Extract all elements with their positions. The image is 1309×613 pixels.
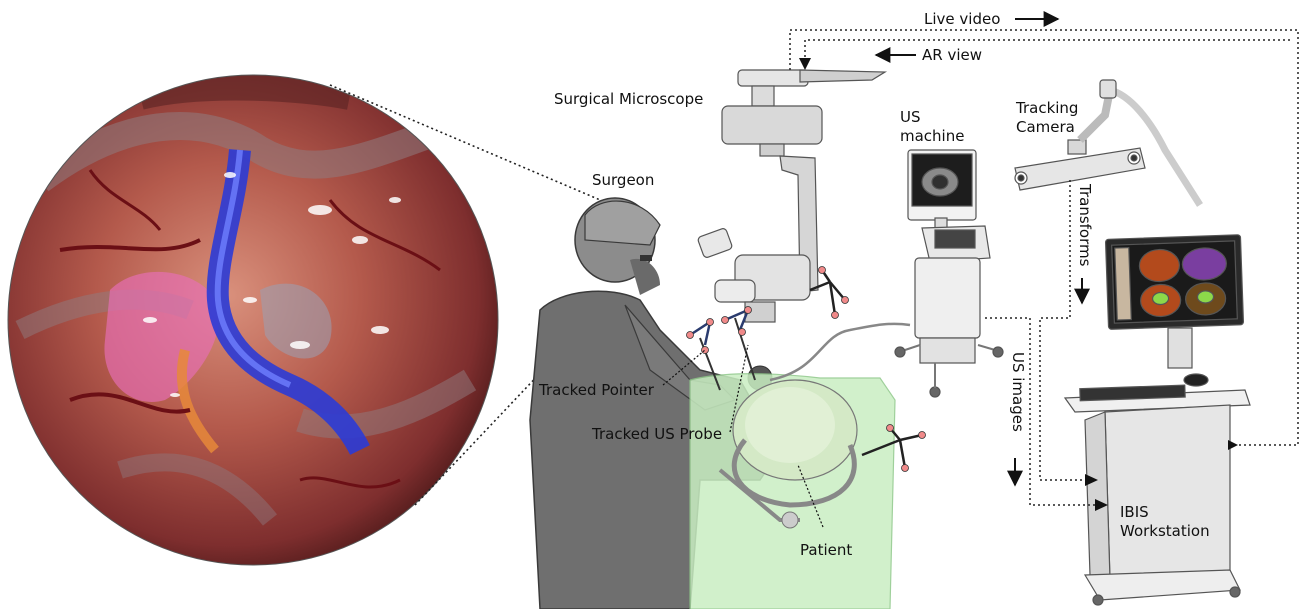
label-tracked-us-probe: Tracked US Probe bbox=[592, 425, 722, 444]
label-surgical-microscope: Surgical Microscope bbox=[554, 90, 703, 109]
label-tracking-camera-line2: Camera bbox=[1016, 118, 1075, 137]
label-us-images: US images bbox=[1009, 352, 1027, 432]
label-tracking-camera-line1: Tracking bbox=[1016, 99, 1078, 118]
ultrasound-machine-icon bbox=[895, 150, 1003, 397]
label-surgeon: Surgeon bbox=[592, 171, 654, 190]
label-us-machine-line2: machine bbox=[900, 127, 964, 146]
label-ibis-line1: IBIS bbox=[1120, 503, 1149, 522]
surgical-microscope-icon bbox=[697, 70, 885, 322]
augmented-reality-brain-view bbox=[8, 75, 498, 565]
patient-head-frame bbox=[690, 374, 926, 609]
label-tracked-pointer: Tracked Pointer bbox=[539, 381, 654, 400]
label-live-video: Live video bbox=[924, 10, 1000, 29]
label-patient: Patient bbox=[800, 541, 852, 560]
workstation-cart-icon bbox=[1065, 235, 1250, 605]
us-probe-cable bbox=[770, 324, 910, 380]
label-ibis-line2: Workstation bbox=[1120, 522, 1210, 541]
label-transforms: Transforms bbox=[1076, 184, 1094, 266]
label-us-machine-line1: US bbox=[900, 108, 921, 127]
label-ar-view: AR view bbox=[922, 46, 982, 65]
